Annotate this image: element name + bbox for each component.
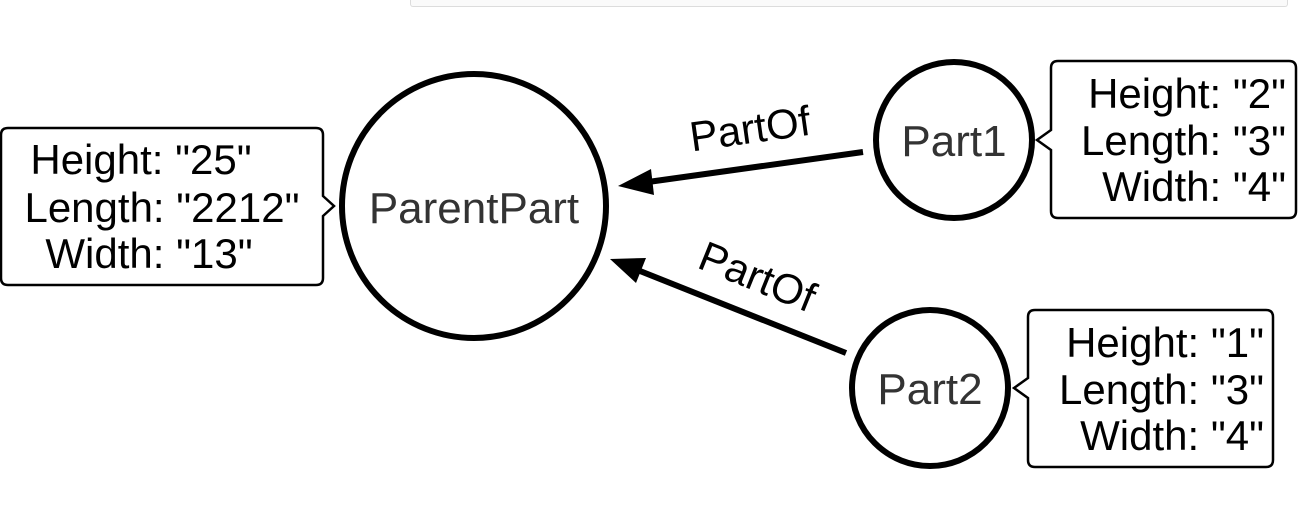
property-height: Height: "2" — [1088, 70, 1286, 117]
node-part1[interactable]: Part1 — [873, 59, 1035, 221]
node-circle — [873, 59, 1035, 221]
node-part2[interactable]: Part2 — [849, 307, 1011, 469]
node-label: Part1 — [901, 117, 1006, 166]
edge-line — [638, 268, 848, 356]
edge-label: PartOf — [687, 97, 814, 160]
edge-part2-to-parentpart[interactable]: PartOf — [610, 232, 848, 356]
property-length: Length: "3" — [1081, 117, 1286, 164]
properties-callout-part2: Height: "1" Length: "3" Width: "4" — [1011, 308, 1275, 469]
callout-box — [1011, 308, 1275, 469]
edge-part1-to-parentpart[interactable]: PartOf — [618, 97, 864, 195]
node-circle — [849, 307, 1011, 469]
property-height: Height: "25" — [30, 136, 251, 183]
property-width: Width: "4" — [1102, 163, 1286, 210]
property-width: Width: "13" — [45, 230, 252, 277]
node-parentpart[interactable]: ParentPart — [339, 71, 609, 341]
toolbar-strip — [410, 0, 1288, 7]
edge-line — [647, 149, 864, 185]
node-label: ParentPart — [369, 184, 579, 233]
properties-callout-parentpart: Height: "25" Length: "2212" Width: "13" — [0, 126, 336, 287]
property-length: Length: "3" — [1059, 366, 1264, 413]
callout-box — [0, 126, 336, 287]
node-circle — [339, 71, 609, 341]
node-label: Part2 — [877, 365, 982, 414]
arrowhead-icon — [618, 169, 654, 195]
property-width: Width: "4" — [1080, 412, 1264, 459]
property-length: Length: "2212" — [24, 184, 299, 231]
edge-label: PartOf — [692, 232, 822, 321]
arrowhead-icon — [610, 258, 646, 283]
properties-callout-part1: Height: "2" Length: "3" Width: "4" — [1034, 59, 1298, 220]
callout-box — [1034, 59, 1298, 220]
property-height: Height: "1" — [1066, 319, 1264, 366]
